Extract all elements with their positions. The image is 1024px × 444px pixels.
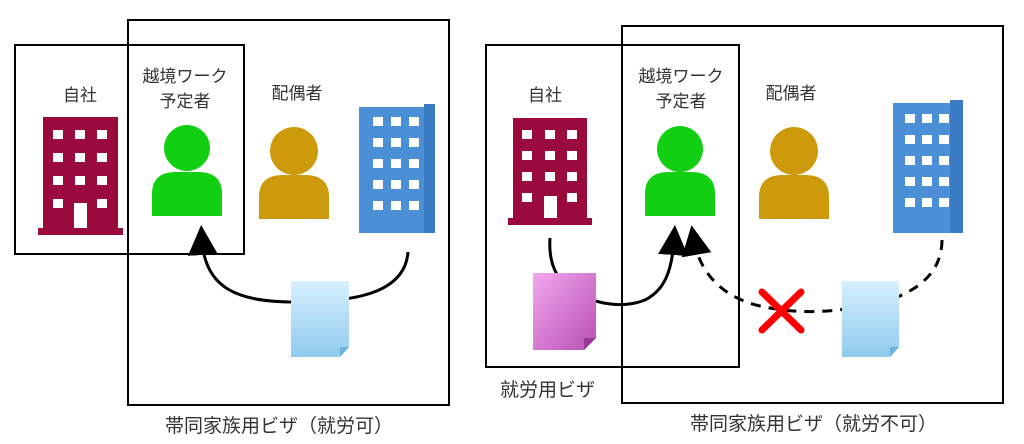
work-visa-caption: 就労用ビザ (500, 379, 595, 401)
right-diagram: 自社 越境ワーク 予定者 配偶者 (485, 25, 1004, 435)
company-building-icon (508, 118, 592, 225)
office-tower-icon (893, 100, 963, 233)
worker-person-icon (152, 125, 222, 216)
worker-label-left-line2: 予定者 (160, 92, 211, 112)
office-tower-icon (359, 104, 435, 233)
company-scope-box-left (14, 44, 245, 255)
worker-label-right-line2: 予定者 (656, 92, 707, 112)
spouse-person-icon (759, 127, 829, 219)
worker-person-icon (645, 126, 715, 216)
work-visa-document-icon (533, 273, 596, 350)
work-visa-box-right (485, 44, 740, 368)
left-diagram: 自社 越境ワーク 予定者 配偶者 (14, 19, 450, 437)
worker-label-left-line1: 越境ワーク (143, 67, 228, 87)
family-visa-caption-left: 帯同家族用ビザ（就労可） (165, 415, 393, 437)
company-building-icon (38, 117, 123, 235)
worker-label-right-line1: 越境ワーク (639, 67, 724, 87)
family-visa-box-right (621, 25, 1004, 404)
family-visa-caption-right: 帯同家族用ビザ（就労不可） (690, 413, 937, 435)
company-label-left: 自社 (63, 86, 97, 106)
document-icon-right (842, 281, 899, 357)
family-visa-box-left (127, 19, 450, 406)
spouse-label-right: 配偶者 (766, 84, 817, 104)
blocked-flow-arrow (681, 225, 944, 314)
spouse-person-icon (259, 127, 329, 219)
document-icon-left (291, 281, 349, 357)
cross-icon (758, 288, 805, 334)
company-label-right: 自社 (528, 86, 562, 106)
spouse-label-left: 配偶者 (272, 84, 323, 104)
